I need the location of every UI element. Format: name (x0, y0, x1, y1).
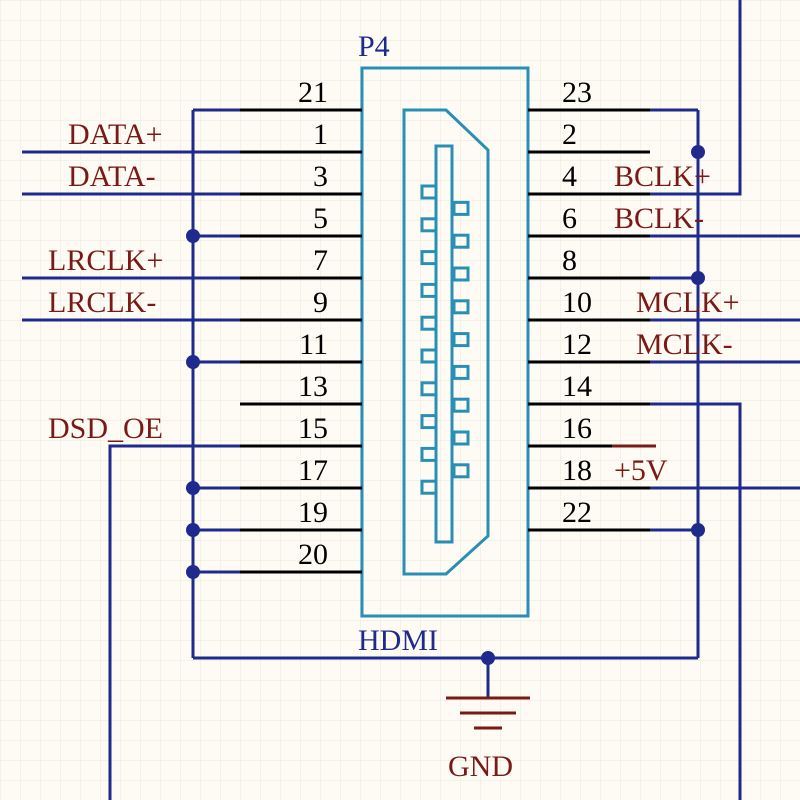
net-label-mclk-plus[interactable]: MCLK+ (636, 286, 740, 319)
contact-pad (452, 233, 470, 249)
pin-number: 3 (313, 160, 328, 193)
contact-pad (420, 381, 438, 397)
pin-number: 13 (298, 370, 328, 403)
junction-dot (691, 145, 705, 159)
junction-dot (186, 229, 200, 243)
component-comment: HDMI (358, 624, 438, 657)
net-label-dsd-oe[interactable]: DSD_OE (48, 412, 163, 445)
contact-pad (452, 463, 470, 479)
junction-dot (481, 651, 495, 665)
pin-number: 8 (562, 244, 577, 277)
wire (650, 402, 742, 800)
hdmi-contacts (420, 184, 470, 495)
contact-pad (420, 446, 438, 462)
pin-number: 19 (298, 496, 328, 529)
contact-pad (452, 299, 470, 315)
contact-pad (452, 364, 470, 380)
contact-pad (452, 430, 470, 446)
pin-number: 17 (298, 454, 328, 487)
net-label-lrclk-minus[interactable]: LRCLK- (48, 286, 156, 319)
component-designator: P4 (358, 30, 390, 63)
pin-number: 10 (562, 286, 592, 319)
net-label-bclk-minus[interactable]: BCLK- (614, 202, 704, 235)
pin-number: 20 (298, 538, 328, 571)
contact-pad (420, 414, 438, 430)
contact-pad (420, 348, 438, 364)
hdmi-port-outline (402, 108, 490, 576)
pin-number: 12 (562, 328, 592, 361)
pin-number: 15 (298, 412, 328, 445)
wire (650, 0, 742, 196)
pin-number: 21 (298, 76, 328, 109)
ground-symbol[interactable] (446, 696, 530, 730)
contact-pad (452, 200, 470, 216)
pin-number: 16 (562, 412, 592, 445)
contact-pad (420, 217, 438, 233)
junction-dot (186, 355, 200, 369)
contact-pad (420, 315, 438, 331)
junction-dot (691, 523, 705, 537)
contact-pad (452, 332, 470, 348)
pin-number: 7 (313, 244, 328, 277)
hdmi-port-tongue (434, 144, 454, 544)
pin-number: 22 (562, 496, 592, 529)
pin-number: 9 (313, 286, 328, 319)
junction-group (186, 145, 705, 665)
net-label-bclk-plus[interactable]: BCLK+ (614, 160, 711, 193)
net-label-data-minus[interactable]: DATA- (68, 160, 156, 193)
wire (108, 444, 240, 800)
ground-label: GND (448, 750, 513, 783)
contact-pad (420, 282, 438, 298)
pin-number: 2 (562, 118, 577, 151)
junction-dot (186, 523, 200, 537)
junction-dot (691, 271, 705, 285)
contact-pad (420, 250, 438, 266)
pin-number: 23 (562, 76, 592, 109)
pin-number: 5 (313, 202, 328, 235)
net-label-5v[interactable]: +5V (614, 454, 668, 487)
junction-dot (186, 565, 200, 579)
contact-pad (452, 397, 470, 413)
pin-number: 18 (562, 454, 592, 487)
net-label-mclk-minus[interactable]: MCLK- (636, 328, 733, 361)
contact-pad (420, 184, 438, 200)
net-label-lrclk-plus[interactable]: LRCLK+ (48, 244, 163, 277)
net-label-data-plus[interactable]: DATA+ (68, 118, 163, 151)
junction-dot (186, 481, 200, 495)
contact-pad (452, 266, 470, 282)
pin-number: 11 (299, 328, 328, 361)
pin-number: 14 (562, 370, 592, 403)
pin-number: 4 (562, 160, 577, 193)
wire-net (22, 0, 800, 800)
pin-number: 1 (313, 118, 328, 151)
contact-pad (420, 479, 438, 495)
connector-body[interactable] (360, 66, 530, 618)
pin-number: 6 (562, 202, 577, 235)
